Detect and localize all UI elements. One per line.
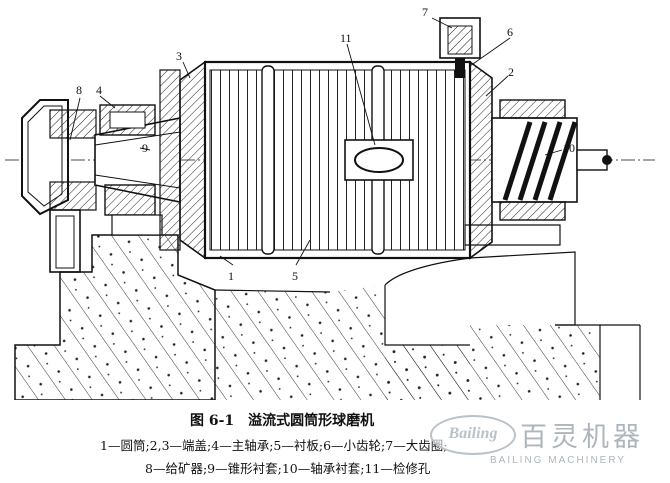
figure-number: 图 6-1 xyxy=(190,413,235,429)
figure-title-text: 溢流式圆筒形球磨机 xyxy=(248,413,375,429)
legend-line-2: 8—给矿器;9—锥形衬套;10—轴承衬套;11—检修孔 xyxy=(145,461,431,476)
leader-lines xyxy=(69,17,563,266)
left-trunnion xyxy=(94,69,181,251)
watermark-company-cn: 百灵机器 xyxy=(520,422,644,453)
right-end-cover xyxy=(469,60,493,260)
foundation xyxy=(14,234,641,400)
watermark-company-en: BAILING MACHINERY xyxy=(490,455,627,466)
left-end-cover xyxy=(179,60,206,260)
cylinder-shell xyxy=(203,60,472,260)
watermark-logo: Bailing xyxy=(430,415,516,455)
manhole xyxy=(354,147,404,173)
figure-title: 图 6-1 溢流式圆筒形球磨机 xyxy=(190,410,490,430)
feeder xyxy=(21,99,97,273)
label-6: 6 xyxy=(507,25,513,39)
legend-line-1: 1—圆筒;2,3—端盖;4—主轴承;5—衬板;6—小齿轮;7—大齿圈; xyxy=(100,438,448,453)
label-8: 8 xyxy=(76,83,82,97)
label-4: 4 xyxy=(96,83,102,97)
part-number-labels: 1 2 3 4 5 6 7 8 9 10 11 xyxy=(76,5,575,283)
ball-mill-drawing: 1 2 3 4 5 6 7 8 9 10 11 xyxy=(5,5,655,400)
label-7: 7 xyxy=(422,5,428,19)
label-10: 10 xyxy=(563,141,575,155)
label-5: 5 xyxy=(292,269,298,283)
watermark: Bailing 百灵机器 BAILING MACHINERY xyxy=(430,413,670,475)
label-11: 11 xyxy=(340,31,352,45)
label-3: 3 xyxy=(176,49,182,63)
right-trunnion xyxy=(464,99,612,246)
label-2: 2 xyxy=(508,65,514,79)
label-1: 1 xyxy=(228,269,234,283)
label-9: 9 xyxy=(142,141,148,155)
gear-assembly xyxy=(439,17,481,78)
